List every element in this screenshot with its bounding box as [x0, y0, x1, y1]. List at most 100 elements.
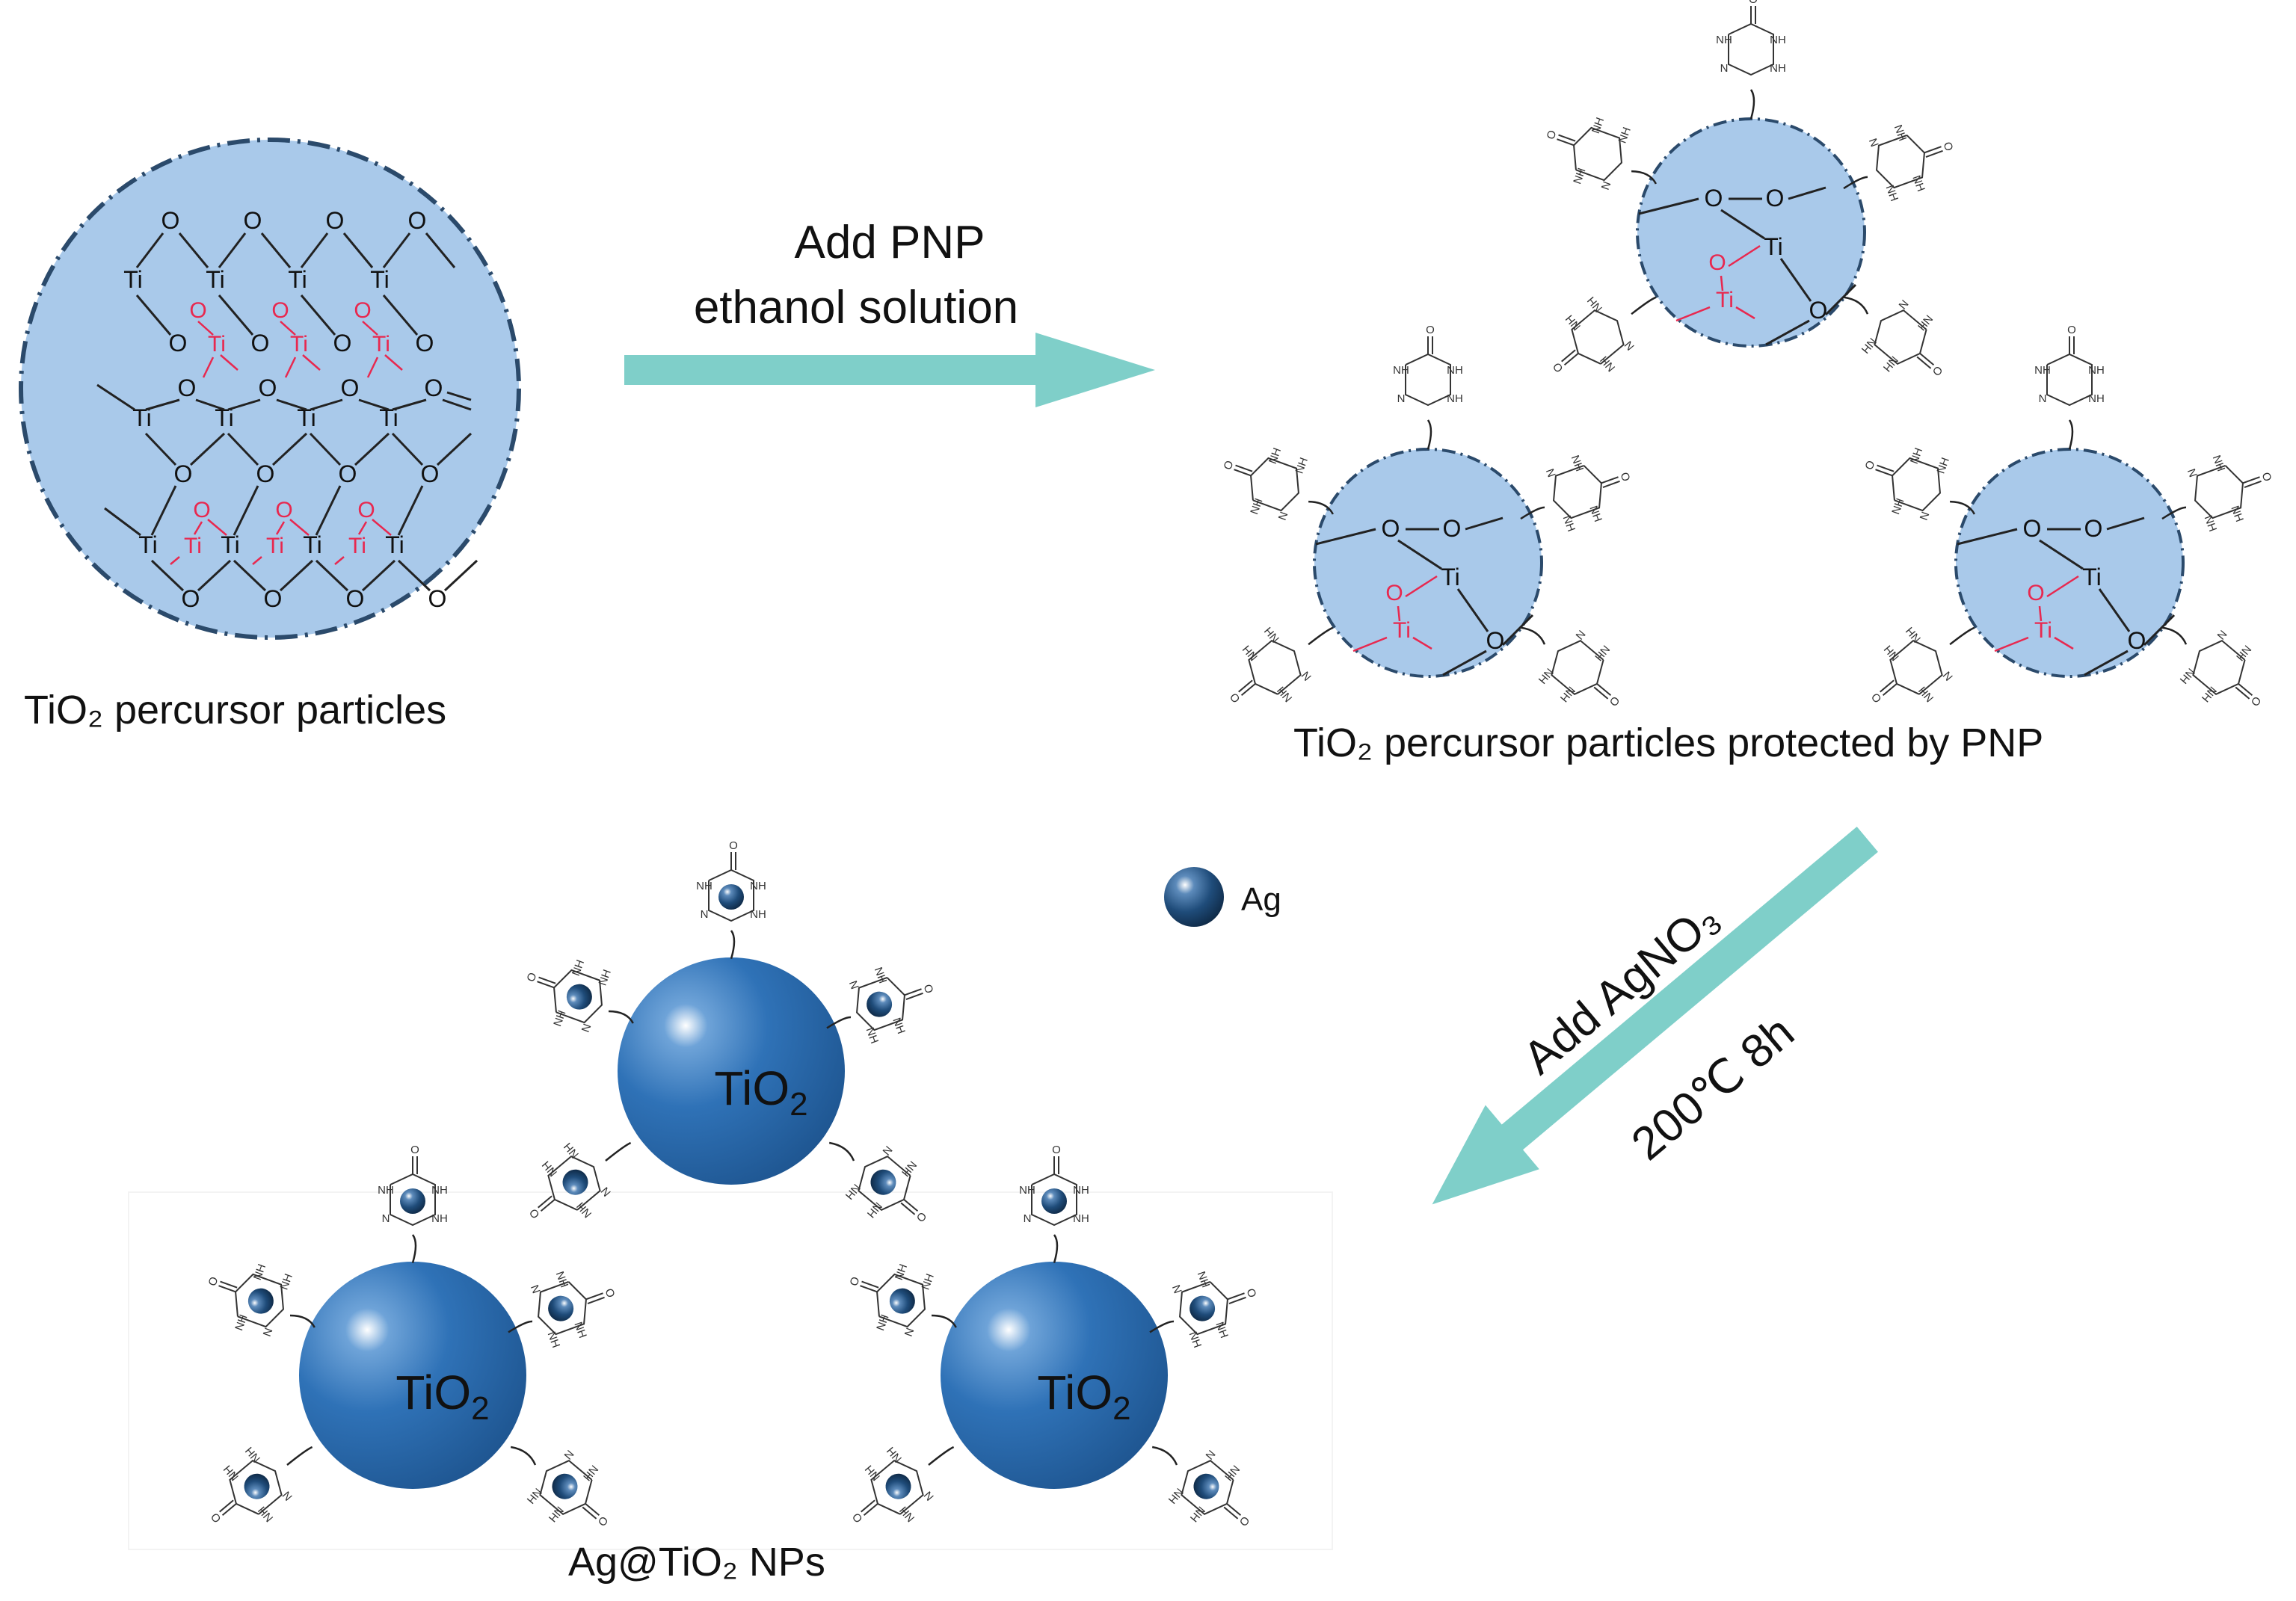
nitrogen-atom: N — [1203, 1447, 1218, 1461]
carbonyl-bond — [585, 1292, 603, 1301]
tether-bond — [411, 1234, 417, 1263]
oxygen-atom: O — [1237, 1514, 1252, 1528]
oxygen-atom: O — [206, 1275, 221, 1288]
red-bond-line — [1720, 275, 1724, 291]
bond-line — [2098, 588, 2131, 632]
bond-line — [397, 559, 431, 592]
nh-group: NH — [2202, 513, 2219, 533]
carbonyl-bond — [1882, 683, 1898, 697]
nh-group: NH — [1187, 1504, 1207, 1525]
nh-group: NH — [1447, 392, 1463, 405]
pnp-ring — [539, 1459, 593, 1516]
tether-bond — [1749, 89, 1755, 120]
nh-group: NH — [1240, 643, 1261, 664]
carbonyl-bond — [1601, 476, 1619, 484]
nitrogen-atom: N — [1397, 392, 1406, 405]
bond-line — [443, 559, 478, 592]
tether-bond — [605, 1141, 632, 1162]
red-bond-line — [280, 321, 296, 336]
bond-line — [218, 294, 254, 336]
nh-group: NH — [1598, 354, 1618, 374]
pnp-ring — [1892, 457, 1941, 512]
carbonyl-bond — [2244, 480, 2262, 488]
oxygen-atom: O — [729, 839, 738, 852]
titanium-atom: Ti — [138, 531, 157, 558]
ag-sphere-icon — [1164, 867, 1224, 927]
bond-line — [1638, 197, 1699, 215]
nh-group: NH — [1883, 183, 1900, 203]
red-bond-line — [2038, 605, 2043, 622]
nh-group: NH — [553, 1270, 570, 1289]
oxygen-atom: O — [527, 1206, 543, 1221]
oxygen-atom: O — [1705, 185, 1723, 212]
oxygen-atom: O — [595, 1514, 611, 1528]
pnp-ring — [235, 1273, 284, 1328]
nh-group: NH — [2088, 364, 2105, 377]
carbonyl-bond — [1557, 138, 1575, 146]
nh-group: NH — [546, 1504, 566, 1525]
protected-particles-group: OOTiOOTiONHNHNNHONHNHNNHONHNHNNHONHNHNNH… — [1222, 0, 2274, 709]
bond-line — [358, 398, 390, 411]
precursor-label: TiO₂ percursor particles — [24, 688, 446, 732]
oxygen-atom: O — [416, 330, 434, 357]
ag-sphere — [552, 1473, 578, 1499]
red-bond-line — [357, 521, 368, 535]
bond-line — [197, 559, 232, 592]
bond-line — [178, 232, 209, 268]
ag-sphere — [885, 1473, 911, 1499]
titanium-atom: Ti — [123, 266, 142, 293]
ag-legend: Ag — [1164, 867, 1281, 927]
oxygen-atom: O — [1244, 1287, 1259, 1300]
red-bond-line — [1397, 605, 1401, 622]
titanium-atom-red: Ti — [372, 332, 390, 357]
tether-bond — [1631, 170, 1658, 185]
bond-line — [446, 391, 472, 401]
carbonyl-bond — [1238, 679, 1253, 693]
ag-sphere — [1193, 1473, 1219, 1499]
oxygen-atom: O — [326, 207, 345, 234]
oxygen-atom: O — [1551, 360, 1566, 375]
bond-line — [145, 398, 180, 411]
tether-bond — [1631, 296, 1657, 315]
pnp-ring — [1876, 135, 1925, 189]
bond-line — [1456, 588, 1489, 632]
tio2-core — [299, 1262, 526, 1489]
nh-group: NH — [221, 1463, 241, 1484]
oxygen-atom: O — [1545, 129, 1560, 141]
oxygen-atom: O — [914, 1209, 929, 1224]
oxygen-atom: O — [2128, 627, 2146, 654]
nh-group: NH — [2199, 684, 2219, 705]
carbonyl-bond — [537, 981, 555, 989]
nitrogen-atom: N — [280, 1489, 295, 1503]
pnp-ring — [2194, 465, 2244, 519]
nh-group: NH — [1073, 1184, 1089, 1197]
tether-bond — [826, 1016, 852, 1029]
oxygen-atom: O — [256, 460, 275, 487]
bond-line — [1957, 528, 2018, 546]
titanium-atom-red: Ti — [266, 534, 284, 558]
nh-group: NH — [1560, 513, 1578, 533]
pnp-ring — [547, 1155, 601, 1211]
red-bond-line — [193, 521, 203, 535]
tether-bond — [1426, 419, 1432, 450]
nitrogen-atom: N — [261, 1327, 276, 1339]
nh-group: NH — [1770, 62, 1786, 75]
bond-line — [2084, 650, 2129, 676]
ag-legend-label: Ag — [1241, 881, 1281, 918]
pnp-ring — [1571, 309, 1625, 365]
bond-line — [2039, 539, 2084, 570]
oxygen-atom: O — [1222, 459, 1237, 472]
bond-line — [392, 398, 427, 411]
